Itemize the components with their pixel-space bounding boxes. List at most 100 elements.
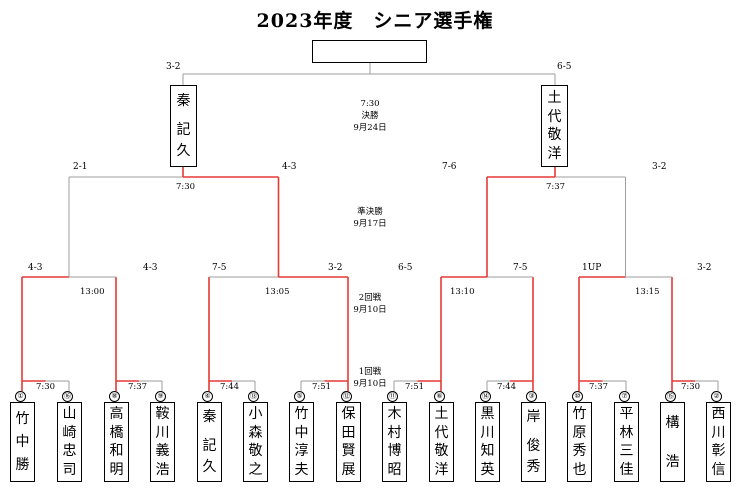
r2-score: 7-5 xyxy=(513,263,528,273)
page-title: 2023年度 シニア選手権 xyxy=(256,10,494,32)
player-box: 竹 原 秀 也 xyxy=(567,402,592,482)
player-name-char: 原 xyxy=(572,424,587,441)
player-name-char: 竹 xyxy=(15,411,30,427)
seed-badge: ⑫ xyxy=(341,391,352,402)
seed-badge: ⑮ xyxy=(665,391,676,402)
finalist-right-char: 洋 xyxy=(547,146,562,163)
r1-date: 9月10日 xyxy=(353,379,387,389)
player-name-char: 村 xyxy=(387,424,402,441)
player-name-char: 彰 xyxy=(711,443,726,460)
r2-time: 13:00 xyxy=(80,287,105,297)
semi-date: 9月17日 xyxy=(353,219,387,229)
player-box: 鞍 川 義 浩 xyxy=(150,402,175,482)
player-name-char: 中 xyxy=(294,424,309,441)
finalist-left: 秦 記 久 xyxy=(170,85,197,167)
player-name-char: 秦 xyxy=(202,409,217,426)
player-name-char: 川 xyxy=(711,424,726,441)
player-name-char: 知 xyxy=(480,443,495,460)
player-name-char: 博 xyxy=(387,443,402,460)
r2-date: 9月10日 xyxy=(353,305,387,315)
player-name-char: 林 xyxy=(619,424,634,441)
player-name-char: 代 xyxy=(434,424,449,441)
player-name-char: 平 xyxy=(619,406,634,423)
semi-score: 4-3 xyxy=(282,162,297,172)
seed-badge: ① xyxy=(15,391,26,402)
player-name-char: 洋 xyxy=(434,461,449,478)
seed-badge: ⑬ xyxy=(248,391,259,402)
seed-badge: ⑥ xyxy=(434,391,445,402)
r2-time: 13:15 xyxy=(635,287,660,297)
r2-score: 3-2 xyxy=(328,263,343,273)
player-name-char: 崎 xyxy=(62,424,77,441)
finalist-right-char: 土 xyxy=(547,89,562,106)
final-date: 9月24日 xyxy=(353,123,387,133)
player-name-char: 山 xyxy=(62,406,77,423)
seed-badge: ④ xyxy=(202,391,213,402)
r2-time: 13:05 xyxy=(265,287,290,297)
semi-score: 2-1 xyxy=(73,162,88,172)
player-name-char: 三 xyxy=(619,443,634,460)
player-box: 竹 中 淳 夫 xyxy=(289,402,314,482)
seed-badge: ⑯ xyxy=(62,391,73,402)
champion-box xyxy=(312,40,427,63)
final-label: 7:30 決勝 9月24日 xyxy=(340,98,400,134)
r1-time: 7:51 xyxy=(405,382,425,392)
r1-time: 7:37 xyxy=(589,382,609,392)
player-name-char: 黒 xyxy=(480,406,495,423)
semi-name: 準決勝 xyxy=(357,207,383,217)
seed-badge: ⑧ xyxy=(109,391,120,402)
r1-name: 1回戦 xyxy=(358,367,382,377)
r1-time: 7:51 xyxy=(312,382,332,392)
seed-badge: ⑭ xyxy=(480,391,491,402)
final-score-right: 6-5 xyxy=(557,62,572,72)
r1-time: 7:30 xyxy=(36,382,56,392)
player-name-char: 昭 xyxy=(387,461,402,478)
r2-label: 2回戦 9月10日 xyxy=(340,292,400,316)
player-name-char: 久 xyxy=(202,458,217,475)
player-name-char: 川 xyxy=(155,424,170,441)
seed-badge: ⑩ xyxy=(572,391,583,402)
semi-time: 7:30 xyxy=(176,182,196,192)
player-box: 黒 川 知 英 xyxy=(475,402,500,482)
player-name-char: 橋 xyxy=(109,424,124,441)
player-name-char: 岸 xyxy=(526,409,541,426)
player-name-char: 川 xyxy=(480,424,495,441)
player-box: 岸 俊 秀 xyxy=(521,402,546,482)
player-name-char: 賢 xyxy=(341,443,356,460)
seed-badge: ③ xyxy=(526,391,537,402)
r2-score: 3-2 xyxy=(697,263,712,273)
player-name-char: 鞍 xyxy=(155,406,170,423)
player-name-char: 英 xyxy=(480,461,495,478)
player-name-char: 高 xyxy=(109,406,124,423)
player-name-char: 忠 xyxy=(62,443,77,460)
player-name-char: 田 xyxy=(341,424,356,441)
finalist-left-char: 久 xyxy=(176,143,191,160)
player-box: 保 田 賢 展 xyxy=(336,402,361,482)
semi-label: 準決勝 9月17日 xyxy=(340,206,400,230)
seed-badge: ⑤ xyxy=(294,391,305,402)
player-box: 山 崎 忠 司 xyxy=(57,402,82,482)
player-box: 平 林 三 佳 xyxy=(614,402,639,482)
finalist-left-char: 秦 xyxy=(176,92,191,109)
player-name-char: 俊 xyxy=(526,437,541,454)
player-name-char: 義 xyxy=(155,443,170,460)
r2-time: 13:10 xyxy=(450,287,475,297)
player-name-char: 和 xyxy=(109,443,124,460)
finalist-right-char: 敬 xyxy=(547,127,562,144)
player-name-char: 記 xyxy=(202,437,217,454)
seed-badge: ⑨ xyxy=(155,391,166,402)
seed-badge: ⑦ xyxy=(619,391,630,402)
player-box: 秦 記 久 xyxy=(197,402,222,482)
player-name-char: 構 xyxy=(665,414,680,431)
semi-score: 7-6 xyxy=(442,162,457,172)
player-name-char: 竹 xyxy=(294,406,309,423)
player-name-char: 小 xyxy=(248,406,263,423)
player-box: 西 川 彰 信 xyxy=(706,402,731,482)
r2-name: 2回戦 xyxy=(358,293,382,303)
player-box: 木 村 博 昭 xyxy=(382,402,407,482)
player-name-char: 勝 xyxy=(15,457,30,473)
final-name: 決勝 xyxy=(361,111,379,121)
player-name-char: 之 xyxy=(248,461,263,478)
seed-badge: ② xyxy=(711,391,722,402)
